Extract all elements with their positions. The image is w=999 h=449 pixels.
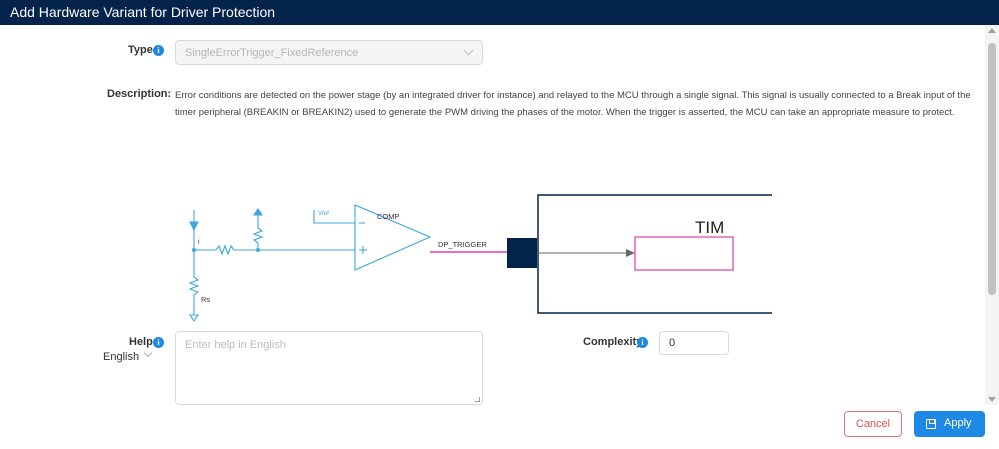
break-input-block xyxy=(634,236,734,271)
junction-node xyxy=(192,248,196,252)
description-text: Error conditions are detected on the pow… xyxy=(175,90,971,118)
scroll-up-icon[interactable] xyxy=(988,28,996,33)
vref-label: Vref xyxy=(318,211,329,217)
apply-button[interactable]: Apply xyxy=(914,411,985,437)
complexity-value: 0 xyxy=(669,337,676,349)
vref-wire xyxy=(313,210,355,224)
type-select-value: SingleErrorTrigger_FixedReference xyxy=(185,47,359,59)
chevron-down-icon xyxy=(463,45,474,56)
cancel-button[interactable]: Cancel xyxy=(844,411,902,437)
scrollbar-thumb[interactable] xyxy=(988,43,996,295)
shunt-label: Rs xyxy=(201,295,210,304)
current-arrow xyxy=(189,221,199,232)
info-icon[interactable]: i xyxy=(153,45,164,56)
dialog-content: Type i SingleErrorTrigger_FixedReference… xyxy=(0,25,985,405)
pullup-resistor xyxy=(252,227,264,244)
shunt-resistor xyxy=(188,276,200,296)
type-select[interactable]: SingleErrorTrigger_FixedReference xyxy=(175,40,483,65)
apply-button-label: Apply xyxy=(944,417,972,429)
junction-node xyxy=(256,248,260,252)
current-label: i xyxy=(198,239,200,246)
language-select[interactable]: English xyxy=(103,351,140,363)
series-resistor xyxy=(215,244,235,256)
comp-label: COMP xyxy=(377,212,400,221)
chevron-down-icon[interactable] xyxy=(143,348,153,358)
vertical-scrollbar[interactable] xyxy=(985,25,999,405)
description-label: Description: xyxy=(107,88,172,100)
help-textarea[interactable]: Enter help in English xyxy=(175,331,483,405)
ground-symbol xyxy=(188,314,200,322)
type-label: Type xyxy=(128,44,153,56)
tim-label: TIM xyxy=(695,218,724,237)
complexity-label: Complexity xyxy=(583,336,643,348)
break-input-arrow xyxy=(626,249,635,257)
comparator-triangle xyxy=(354,204,432,271)
cancel-button-label: Cancel xyxy=(855,418,891,430)
dialog-title: Add Hardware Variant for Driver Protecti… xyxy=(10,4,276,20)
protection-diagram: Vref COMP DP_TRIGGER TIM i Rs xyxy=(188,194,772,322)
resize-handle-icon[interactable] xyxy=(475,397,480,402)
pullup-arrow xyxy=(252,208,264,216)
info-icon[interactable]: i xyxy=(637,337,648,348)
tim-input-port xyxy=(507,238,537,268)
dp-trigger-label: DP_TRIGGER xyxy=(438,240,487,249)
dialog-title-bar: Add Hardware Variant for Driver Protecti… xyxy=(0,0,999,25)
complexity-input[interactable]: 0 xyxy=(659,331,729,355)
help-placeholder: Enter help in English xyxy=(185,339,286,351)
info-icon[interactable]: i xyxy=(153,337,164,348)
tim-frame xyxy=(537,194,772,314)
scroll-down-icon[interactable] xyxy=(988,397,996,402)
help-label: Help xyxy=(129,336,153,348)
save-icon xyxy=(926,419,936,429)
